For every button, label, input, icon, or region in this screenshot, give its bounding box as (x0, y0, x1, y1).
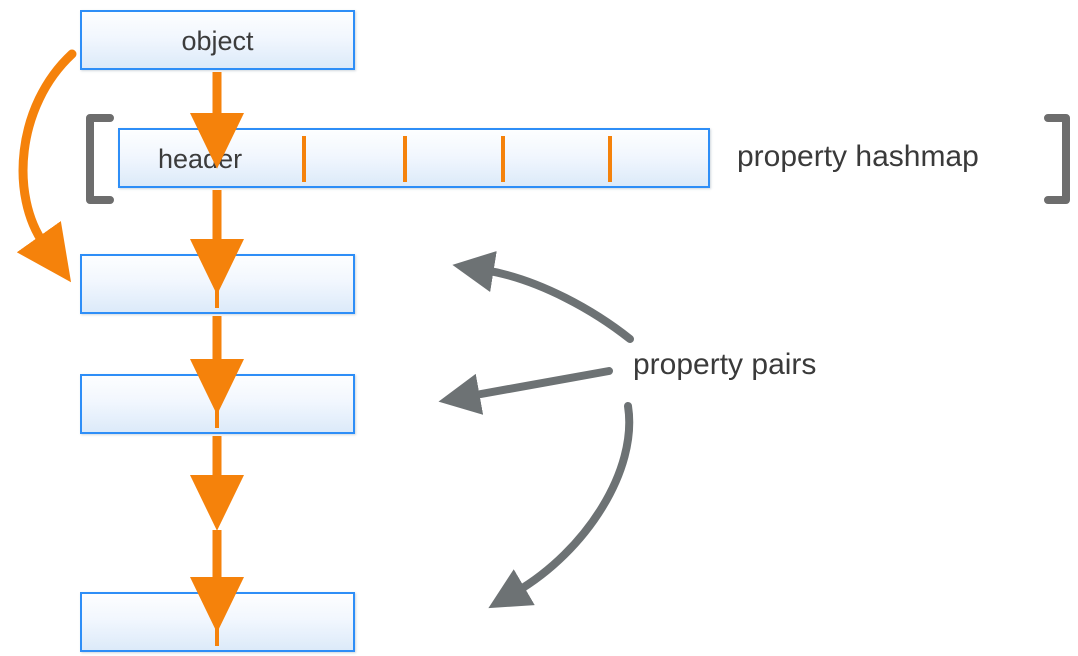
property-pairs-annotation: property pairs (633, 348, 817, 381)
hashmap-slot-tick-2 (403, 136, 407, 182)
ellipsis-dot-2 (214, 506, 220, 512)
arrow-pairs-to-box-2 (438, 367, 613, 415)
bracket-left (86, 114, 114, 204)
arrow-object-to-first-pair-curved (16, 49, 77, 283)
property-hashmap-header-label: header (158, 144, 243, 174)
arrow-pairs-to-box-last (488, 402, 634, 609)
arrow-pairs-to-box-1 (452, 250, 634, 343)
bracket-right (1044, 114, 1070, 204)
hashmap-slot-tick-1 (302, 136, 306, 182)
property-hashmap-annotation: property hashmap (737, 140, 979, 173)
object-box-label: object (181, 26, 254, 56)
hashmap-slot-tick-3 (501, 136, 505, 182)
ellipsis-dot-3 (214, 518, 220, 524)
ellipsis-dot-1 (214, 494, 220, 500)
property-pair-divider-last (215, 598, 219, 646)
property-pair-divider-2 (215, 380, 219, 428)
property-pair-divider-1 (215, 260, 219, 308)
object-box (80, 10, 355, 70)
hashmap-slot-tick-4 (608, 136, 612, 182)
